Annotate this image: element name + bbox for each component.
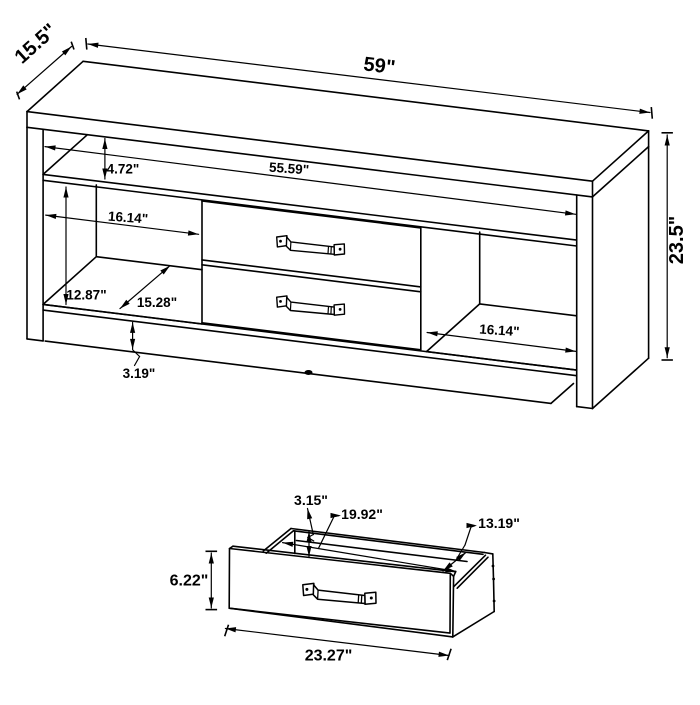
svg-text:16.14": 16.14" (107, 209, 148, 227)
svg-text:6.22": 6.22" (170, 573, 209, 590)
svg-text:55.59": 55.59" (268, 160, 309, 178)
svg-text:13.19": 13.19" (478, 515, 520, 531)
svg-text:59": 59" (362, 53, 396, 79)
svg-text:19.92": 19.92" (341, 506, 383, 522)
svg-text:15.28": 15.28" (137, 295, 177, 310)
svg-text:4.72": 4.72" (107, 162, 140, 177)
svg-text:23.5": 23.5" (666, 216, 688, 264)
svg-text:16.14": 16.14" (479, 321, 520, 339)
svg-text:3.15": 3.15" (294, 492, 328, 508)
svg-text:3.19": 3.19" (123, 366, 156, 381)
svg-text:12.87": 12.87" (66, 287, 106, 302)
svg-text:23.27": 23.27" (305, 648, 353, 665)
